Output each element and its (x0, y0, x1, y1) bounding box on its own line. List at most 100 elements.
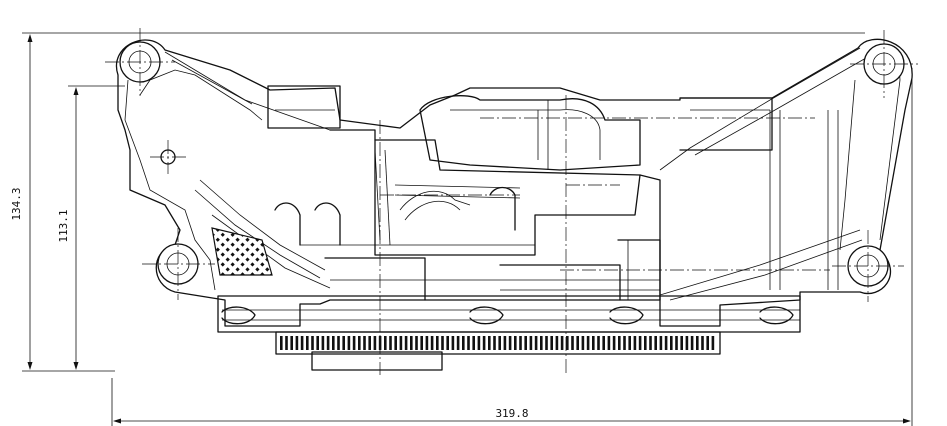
pump-chamber (274, 95, 661, 301)
gear-tooth (644, 336, 647, 350)
gear-tooth (456, 336, 460, 350)
gear-tooth (425, 336, 429, 350)
gear-tooth (399, 336, 403, 350)
gear-tooth (451, 336, 455, 350)
gear-tooth (701, 336, 704, 350)
gear-tooth (690, 336, 694, 350)
gear-tooth (441, 336, 444, 350)
center-lines (379, 95, 830, 375)
gear-tooth (477, 336, 481, 350)
gear-tooth (337, 336, 340, 350)
gear-tooth (638, 336, 642, 350)
strainer-mesh (211, 227, 273, 276)
mounting-hole-bottom-left (142, 228, 215, 300)
gear-tooth (592, 336, 595, 350)
gear-tooth (300, 336, 304, 350)
gear-tooth (332, 336, 335, 350)
dimension-label-inner-height: 113.1 (57, 209, 70, 242)
gear-tooth (706, 336, 709, 350)
gear-tooth (659, 336, 663, 350)
mounting-hole-bottom-right (832, 230, 904, 302)
gear-tooth (436, 336, 439, 350)
gear-tooth (602, 336, 605, 350)
dimension-overall-width: 319.8 (111, 68, 913, 426)
gear-tooth (623, 336, 626, 350)
gear-tooth (280, 336, 283, 350)
pin-hole-left (150, 140, 186, 174)
gear-tooth (607, 336, 611, 350)
gear-tooth (446, 336, 449, 350)
gear-tooth (352, 336, 356, 350)
dimension-label-overall-height: 134.3 (10, 187, 23, 220)
gear-tooth (389, 336, 392, 350)
gear-tooth (404, 336, 408, 350)
gear-tooth (529, 336, 533, 350)
gear-tooth (696, 336, 699, 350)
gear-tooth (618, 336, 621, 350)
gear-tooth (384, 336, 387, 350)
gear-tooth (321, 336, 325, 350)
gear-tooth (514, 336, 517, 350)
gear-tooth (633, 336, 637, 350)
gear-tooth (524, 336, 527, 350)
gear-tooth (612, 336, 616, 350)
gear-tooth (342, 336, 345, 350)
gear-tooth (581, 336, 585, 350)
gear-tooth (550, 336, 553, 350)
gear-tooth (285, 336, 288, 350)
gear-tooth (488, 336, 491, 350)
gear-tooth (290, 336, 293, 350)
mounting-hole-top-left (105, 28, 175, 96)
gear-tooth (462, 336, 465, 350)
gear-tooth (472, 336, 475, 350)
lower-flange (217, 295, 801, 333)
gear-tooth (545, 336, 548, 350)
gear-tooth (493, 336, 496, 350)
gear-tooth (675, 336, 678, 350)
gear-tooth (670, 336, 673, 350)
gear-tooth (711, 336, 715, 350)
gear-tooth (597, 336, 600, 350)
gear-tooth (295, 336, 299, 350)
gear-tooth (498, 336, 501, 350)
dimension-inner-height: 113.1 (57, 85, 125, 370)
gear-tooth (410, 336, 413, 350)
gear-tooth (571, 336, 574, 350)
gear-tooth (540, 336, 543, 350)
gear-tooth (586, 336, 590, 350)
gear-tooth (373, 336, 377, 350)
gear-tooth (555, 336, 559, 350)
gear-tooth (508, 336, 512, 350)
dimension-label-overall-width: 319.8 (495, 407, 528, 420)
dimension-overall-height: 134.3 (10, 32, 135, 372)
gear-tooth (358, 336, 361, 350)
gear-tooth (534, 336, 538, 350)
gear-tooth (560, 336, 564, 350)
gear-tooth (316, 336, 319, 350)
gear-tooth (363, 336, 366, 350)
gear-tooth (628, 336, 631, 350)
gear-tooth (347, 336, 351, 350)
gear-tooth (368, 336, 371, 350)
gear-tooth (519, 336, 522, 350)
gear-tooth (430, 336, 434, 350)
gear-tooth (566, 336, 569, 350)
gear-tooth (326, 336, 330, 350)
gear-tooth (311, 336, 314, 350)
gear-tooth (576, 336, 579, 350)
gear-tooth (685, 336, 689, 350)
mounting-hole-top-right (850, 30, 918, 98)
gear-tooth (394, 336, 397, 350)
gear-tooth (415, 336, 418, 350)
gear-tooth (306, 336, 309, 350)
gear-tooth (664, 336, 668, 350)
gear-tooth (680, 336, 683, 350)
gear-tooth (467, 336, 470, 350)
gear-tooth (482, 336, 486, 350)
gear-tooth (420, 336, 423, 350)
gear-tooth (654, 336, 657, 350)
gear-tooth (649, 336, 652, 350)
pump-housing (115, 38, 913, 327)
gear-tooth (503, 336, 507, 350)
